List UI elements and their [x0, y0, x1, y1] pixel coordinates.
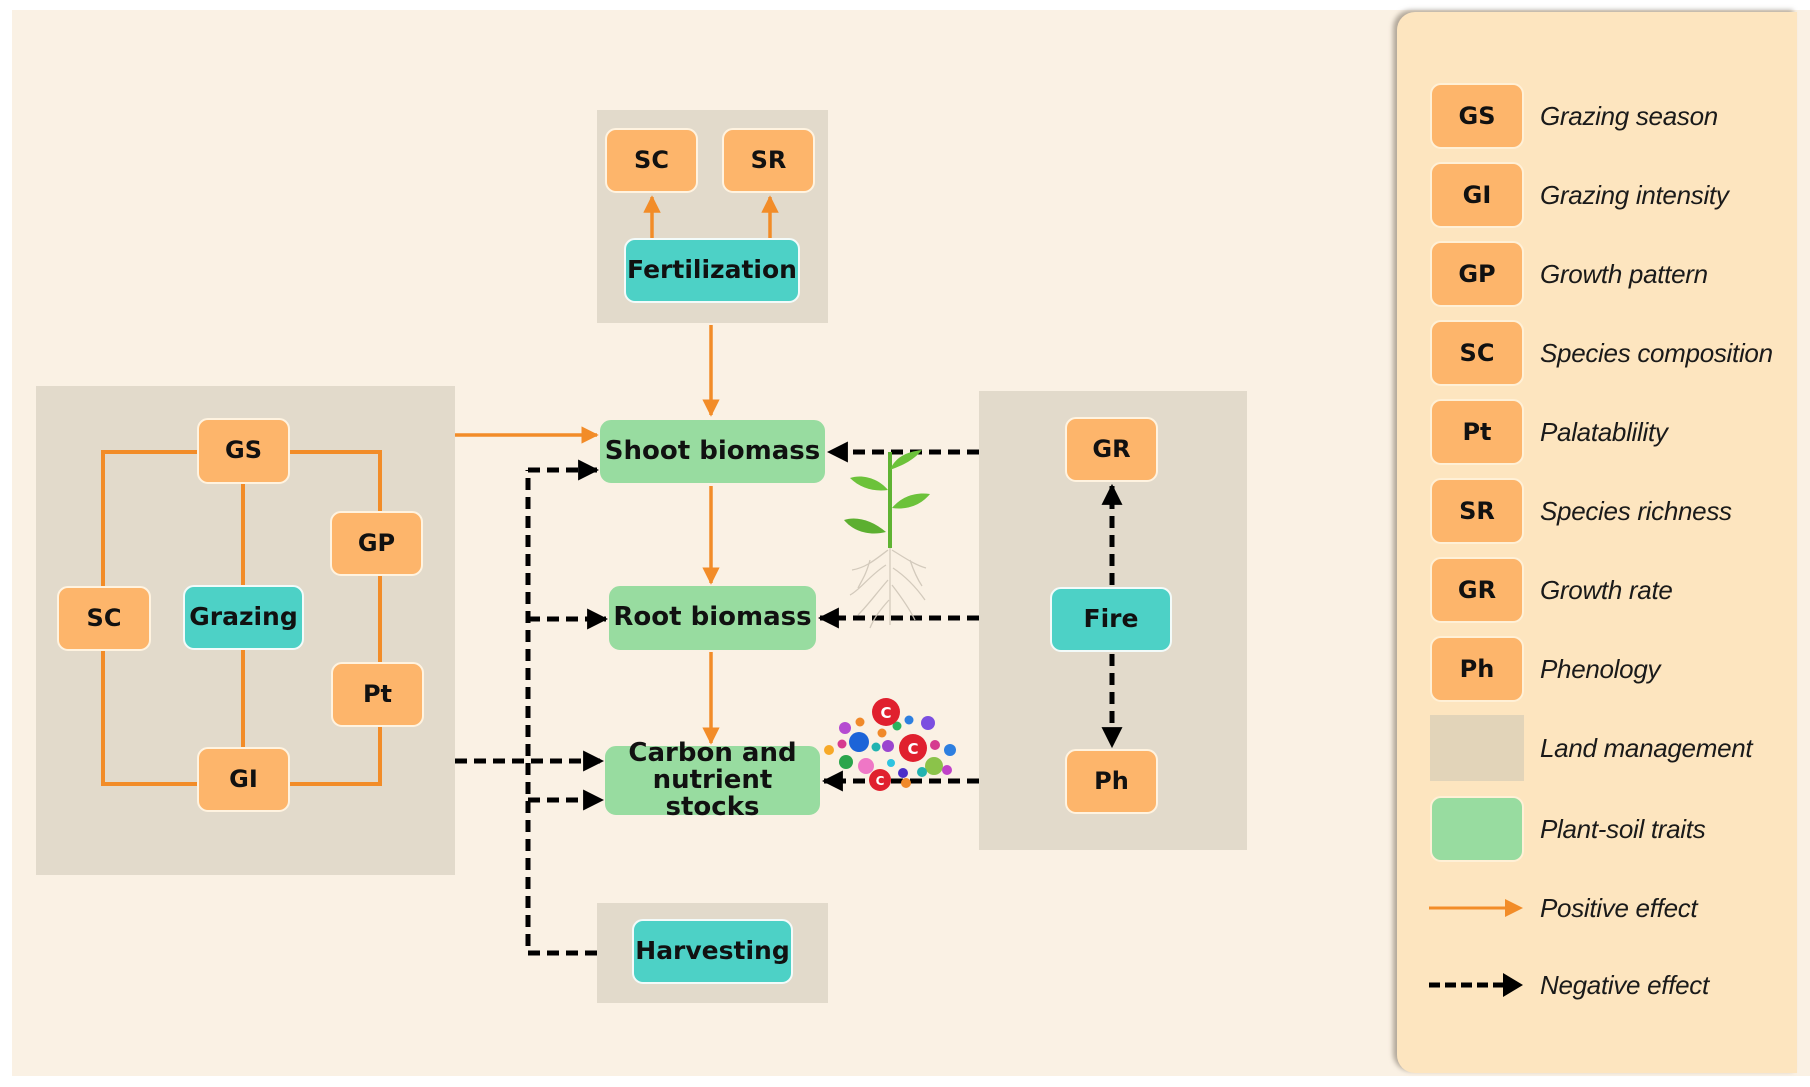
legend-item: Negative effect	[1397, 952, 1797, 1018]
legend-label: Species composition	[1540, 337, 1773, 368]
legend-label: Growth rate	[1540, 574, 1673, 605]
legend-item: GR Growth rate	[1397, 557, 1797, 623]
legend-label: Growth pattern	[1540, 258, 1708, 289]
legend-item: GP Growth pattern	[1397, 241, 1797, 307]
legend-swatch-trait: GR	[1430, 557, 1524, 623]
legend-swatch-land-management	[1430, 715, 1524, 781]
legend-swatch-plant-soil	[1430, 796, 1524, 862]
node-gi: GI	[197, 747, 290, 812]
legend-label: Grazing season	[1540, 100, 1718, 131]
legend-item: Positive effect	[1397, 875, 1797, 941]
node-carbon-stocks: Carbon and nutrient stocks	[605, 739, 820, 821]
legend-label: Phenology	[1540, 653, 1661, 684]
carbon-stocks-line2: nutrient stocks	[652, 764, 773, 823]
legend-swatch-trait: SC	[1430, 320, 1524, 386]
legend-swatch-trait: SR	[1430, 478, 1524, 544]
legend-swatch-trait: Ph	[1430, 636, 1524, 702]
legend-item: Plant-soil traits	[1397, 796, 1797, 862]
node-pt: Pt	[331, 662, 424, 727]
negative-arrow-icon	[1429, 973, 1523, 997]
legend-label: Negative effect	[1540, 969, 1709, 1000]
node-grazing: Grazing	[183, 585, 304, 650]
legend-item: Land management	[1397, 715, 1797, 781]
legend-item: GI Grazing intensity	[1397, 162, 1797, 228]
node-ph: Ph	[1065, 749, 1158, 814]
legend-item: Ph Phenology	[1397, 636, 1797, 702]
legend-swatch-trait: GS	[1430, 83, 1524, 149]
node-harvesting: Harvesting	[632, 919, 793, 984]
node-fertilization: Fertilization	[624, 238, 800, 303]
carbon-stocks-line1: Carbon and	[628, 737, 797, 768]
legend-item: SR Species richness	[1397, 478, 1797, 544]
legend-label: Palatablility	[1540, 416, 1668, 447]
positive-arrow-icon	[1429, 899, 1523, 917]
node-gs: GS	[197, 418, 290, 484]
node-fert-sr: SR	[722, 128, 815, 193]
node-fert-sc: SC	[605, 128, 698, 193]
node-gr: GR	[1065, 417, 1158, 482]
legend-label: Positive effect	[1540, 892, 1698, 923]
legend-swatch-trait: GI	[1430, 162, 1524, 228]
legend-item: Pt Palatablility	[1397, 399, 1797, 465]
legend-label: Grazing intensity	[1540, 179, 1729, 210]
node-shoot-biomass: Shoot biomass	[600, 420, 825, 483]
legend-label: Plant-soil traits	[1540, 813, 1706, 844]
node-gp: GP	[330, 511, 423, 576]
legend-label: Species richness	[1540, 495, 1732, 526]
node-root-biomass: Root biomass	[609, 586, 816, 650]
legend-item: SC Species composition	[1397, 320, 1797, 386]
legend-swatch-trait: Pt	[1430, 399, 1524, 465]
node-fire: Fire	[1050, 587, 1172, 652]
legend-label: Land management	[1540, 732, 1753, 763]
legend-swatch-trait: GP	[1430, 241, 1524, 307]
legend-item: GS Grazing season	[1397, 83, 1797, 149]
node-sc: SC	[57, 586, 151, 651]
